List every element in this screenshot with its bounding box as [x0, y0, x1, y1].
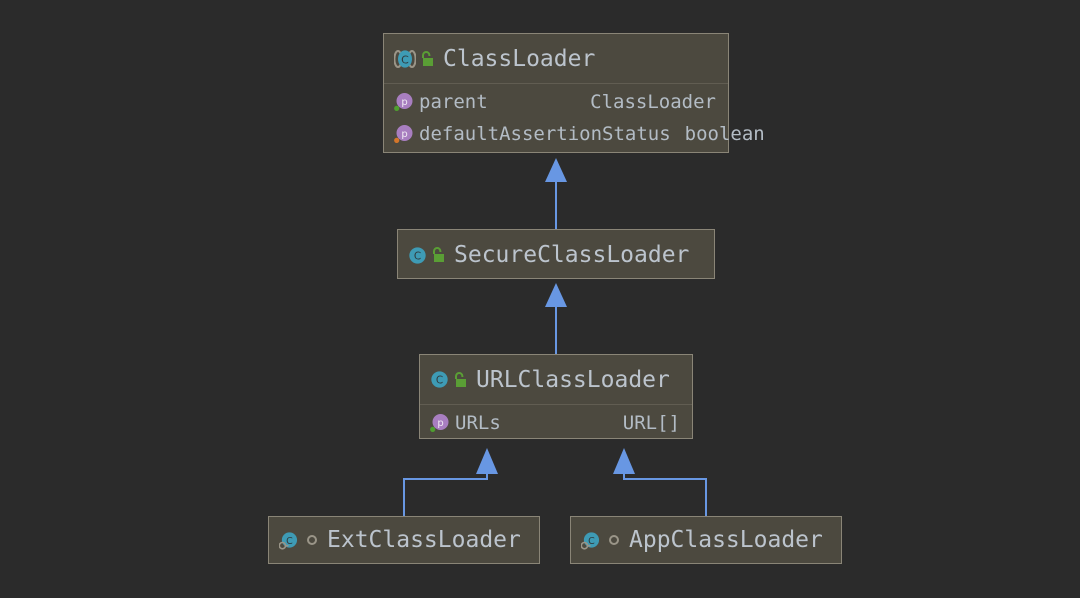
- member-type-label: boolean: [684, 123, 765, 145]
- class-name-label: AppClassLoader: [629, 527, 823, 553]
- svg-text:C: C: [588, 535, 595, 546]
- class-node-classloader[interactable]: C ClassLoader p paren: [383, 33, 765, 154]
- member-type-label: ClassLoader: [590, 91, 716, 113]
- class-header: C URLClassLoader: [420, 355, 692, 405]
- svg-text:p: p: [401, 97, 407, 108]
- member-name-label: defaultAssertionStatus: [419, 123, 671, 145]
- class-name-label: SecureClassLoader: [454, 242, 690, 268]
- svg-text:p: p: [401, 129, 407, 140]
- class-node-secureclassloader[interactable]: C SecureClassLoader: [397, 229, 715, 279]
- generalization-secureclassloader-to-classloader: [545, 158, 567, 229]
- member-row[interactable]: p defaultAssertionStatus boolean: [384, 118, 765, 150]
- class-node-appclassloader[interactable]: C AppClassLoader: [570, 516, 842, 564]
- svg-text:p: p: [437, 418, 443, 429]
- property-icon: p: [430, 413, 450, 433]
- private-marker-icon: [305, 533, 319, 547]
- member-row[interactable]: p parent ClassLoader: [384, 86, 728, 118]
- property-icon: p: [394, 124, 414, 144]
- class-node-extclassloader[interactable]: C ExtClassLoader: [268, 516, 540, 564]
- class-members: p parent ClassLoader p defaultAssertionS…: [384, 84, 765, 154]
- inner-class-icon: C: [581, 531, 600, 550]
- generalization-appclassloader-to-urlclassloader: [613, 448, 707, 516]
- class-name-label: ExtClassLoader: [327, 527, 521, 553]
- class-header: C AppClassLoader: [571, 517, 841, 563]
- member-row[interactable]: p URLs URL[]: [420, 407, 692, 439]
- member-type-label: URL[]: [622, 412, 680, 434]
- private-marker-icon: [607, 533, 621, 547]
- property-icon: p: [394, 92, 414, 112]
- class-icon: C: [408, 246, 427, 265]
- generalization-extclassloader-to-urlclassloader: [403, 448, 498, 516]
- lock-open-icon: [452, 371, 468, 389]
- class-icon: C: [430, 370, 449, 389]
- lock-open-icon: [430, 246, 446, 264]
- class-header: C ExtClassLoader: [269, 517, 539, 563]
- class-node-urlclassloader[interactable]: C URLClassLoader p UR: [419, 354, 693, 439]
- svg-text:C: C: [286, 535, 293, 546]
- abstract-class-icon: C: [394, 48, 416, 70]
- member-name-label: parent: [419, 91, 488, 113]
- class-header: C ClassLoader: [384, 34, 728, 84]
- lock-open-icon: [419, 50, 435, 68]
- class-header: C SecureClassLoader: [398, 230, 714, 280]
- inner-class-icon: C: [279, 531, 298, 550]
- class-name-label: URLClassLoader: [476, 366, 670, 393]
- svg-text:C: C: [414, 250, 421, 262]
- svg-text:C: C: [401, 53, 409, 66]
- svg-text:C: C: [436, 374, 443, 386]
- member-name-label: URLs: [455, 412, 501, 434]
- class-name-label: ClassLoader: [443, 45, 596, 72]
- class-members: p URLs URL[]: [420, 405, 692, 443]
- generalization-urlclassloader-to-secureclassloader: [545, 283, 567, 354]
